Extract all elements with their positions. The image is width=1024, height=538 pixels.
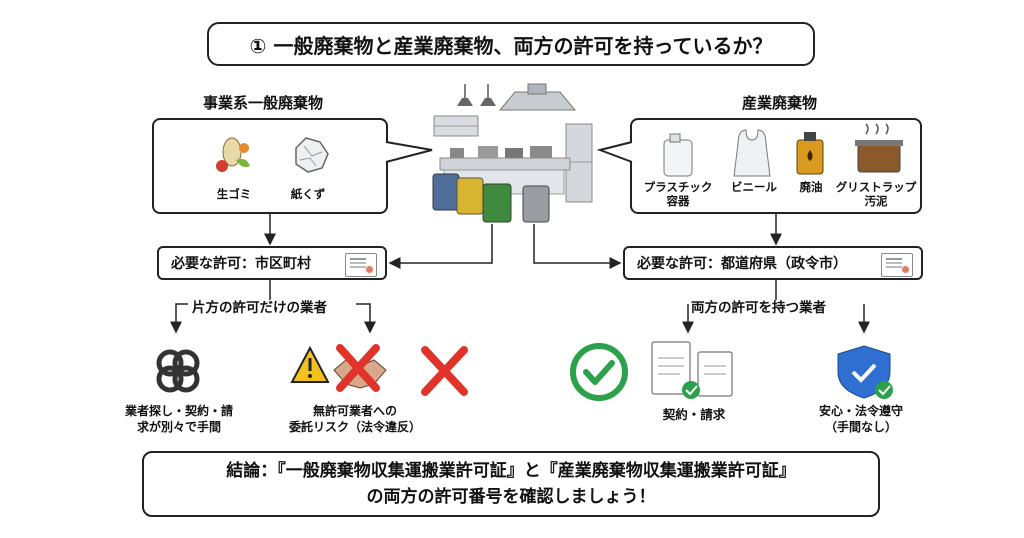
item-label-food-waste: 生ゴミ xyxy=(216,187,252,201)
item-label-line: 容器 xyxy=(666,194,690,208)
plastic-container-icon xyxy=(663,133,693,177)
paper-waste-icon xyxy=(295,137,329,173)
grease-trap-icon xyxy=(855,123,903,173)
tangled-knot-icon xyxy=(156,349,200,393)
item-label-line: グリストラップ xyxy=(835,180,917,194)
cross-mark-icon xyxy=(421,346,468,396)
item-label-plastic-container: プラスチック 容器 xyxy=(640,180,716,208)
left-waste-panel xyxy=(152,118,388,214)
shield-check-icon xyxy=(837,345,893,399)
title-box: ① 一般廃棄物と産業廃棄物、両方の許可を持っているか？ xyxy=(207,22,815,66)
right-speech-tail xyxy=(596,141,633,163)
right-outcome1-label: 契約・請求 xyxy=(662,407,726,422)
item-label-paper-waste: 紙くず xyxy=(290,187,326,201)
conclusion-line2: の両方の許可番号を確認しましょう！ xyxy=(366,487,656,507)
outcome-line: 業者探し・契約・請 xyxy=(124,404,233,418)
left-outcome2-label: 無許可業者への 委託リスク（法令違反） xyxy=(280,403,430,435)
item-label-line: 汚泥 xyxy=(864,194,888,208)
connector-arrow xyxy=(533,224,622,269)
outcome-line: 安心・法令遵守 xyxy=(818,404,903,418)
left-branch-label: 片方の許可だけの業者 xyxy=(192,300,327,316)
permit-card-icon xyxy=(881,253,913,277)
left-outcome1-label: 業者探し・契約・請 求が別々で手間 xyxy=(104,403,254,435)
check-circle-icon xyxy=(570,343,628,401)
right-outcome2-label: 安心・法令遵守 （手間なし） xyxy=(806,403,916,435)
contract-invoice-icon xyxy=(651,341,733,399)
item-label-plastic-bag: ビニール xyxy=(731,180,777,194)
plastic-bag-icon xyxy=(733,129,771,177)
page-title: ① 一般廃棄物と産業廃棄物、両方の許可を持っているか？ xyxy=(249,33,773,58)
right-branch-label: 両方の許可を持つ業者 xyxy=(691,300,826,316)
outcome-line: （手間なし） xyxy=(824,420,897,434)
connector-arrow xyxy=(388,224,493,269)
warning-icon xyxy=(290,345,330,383)
food-waste-icon xyxy=(216,137,250,172)
left-permit-box: 必要な許可：市区町村 xyxy=(157,246,387,280)
left-permit-label: 必要な許可：市区町村 xyxy=(171,256,311,272)
item-label-line: プラスチック xyxy=(643,180,713,194)
conclusion-line1: 結論：『一般廃棄物収集運搬業許可証』と『産業廃棄物収集運搬業許可証』 xyxy=(226,461,796,481)
outcome-line: 無許可業者への xyxy=(312,404,397,418)
conclusion-box: 結論：『一般廃棄物収集運搬業許可証』と『産業廃棄物収集運搬業許可証』 の両方の許… xyxy=(142,451,880,517)
connector-arrow xyxy=(356,303,376,334)
item-label-grease-trap: グリストラップ 汚泥 xyxy=(833,180,919,208)
outcome-line: 求が別々で手間 xyxy=(136,420,221,434)
permit-card-icon xyxy=(345,253,377,277)
cross-mark-icon xyxy=(336,344,380,392)
tail-mask xyxy=(630,144,634,160)
connector-arrow xyxy=(170,303,188,334)
left-heading: 事業系一般廃棄物 xyxy=(203,94,324,112)
left-speech-tail xyxy=(385,141,433,163)
right-permit-label: 必要な許可：都道府県（政令市） xyxy=(637,256,847,272)
right-permit-box: 必要な許可：都道府県（政令市） xyxy=(623,246,923,280)
outcome-line: 委託リスク（法令違反） xyxy=(288,420,421,434)
right-heading: 産業廃棄物 xyxy=(742,94,818,112)
tail-mask xyxy=(384,144,388,160)
item-label-waste-oil: 廃油 xyxy=(799,180,823,194)
waste-oil-icon xyxy=(796,132,824,175)
kitchen-icon xyxy=(432,83,593,223)
